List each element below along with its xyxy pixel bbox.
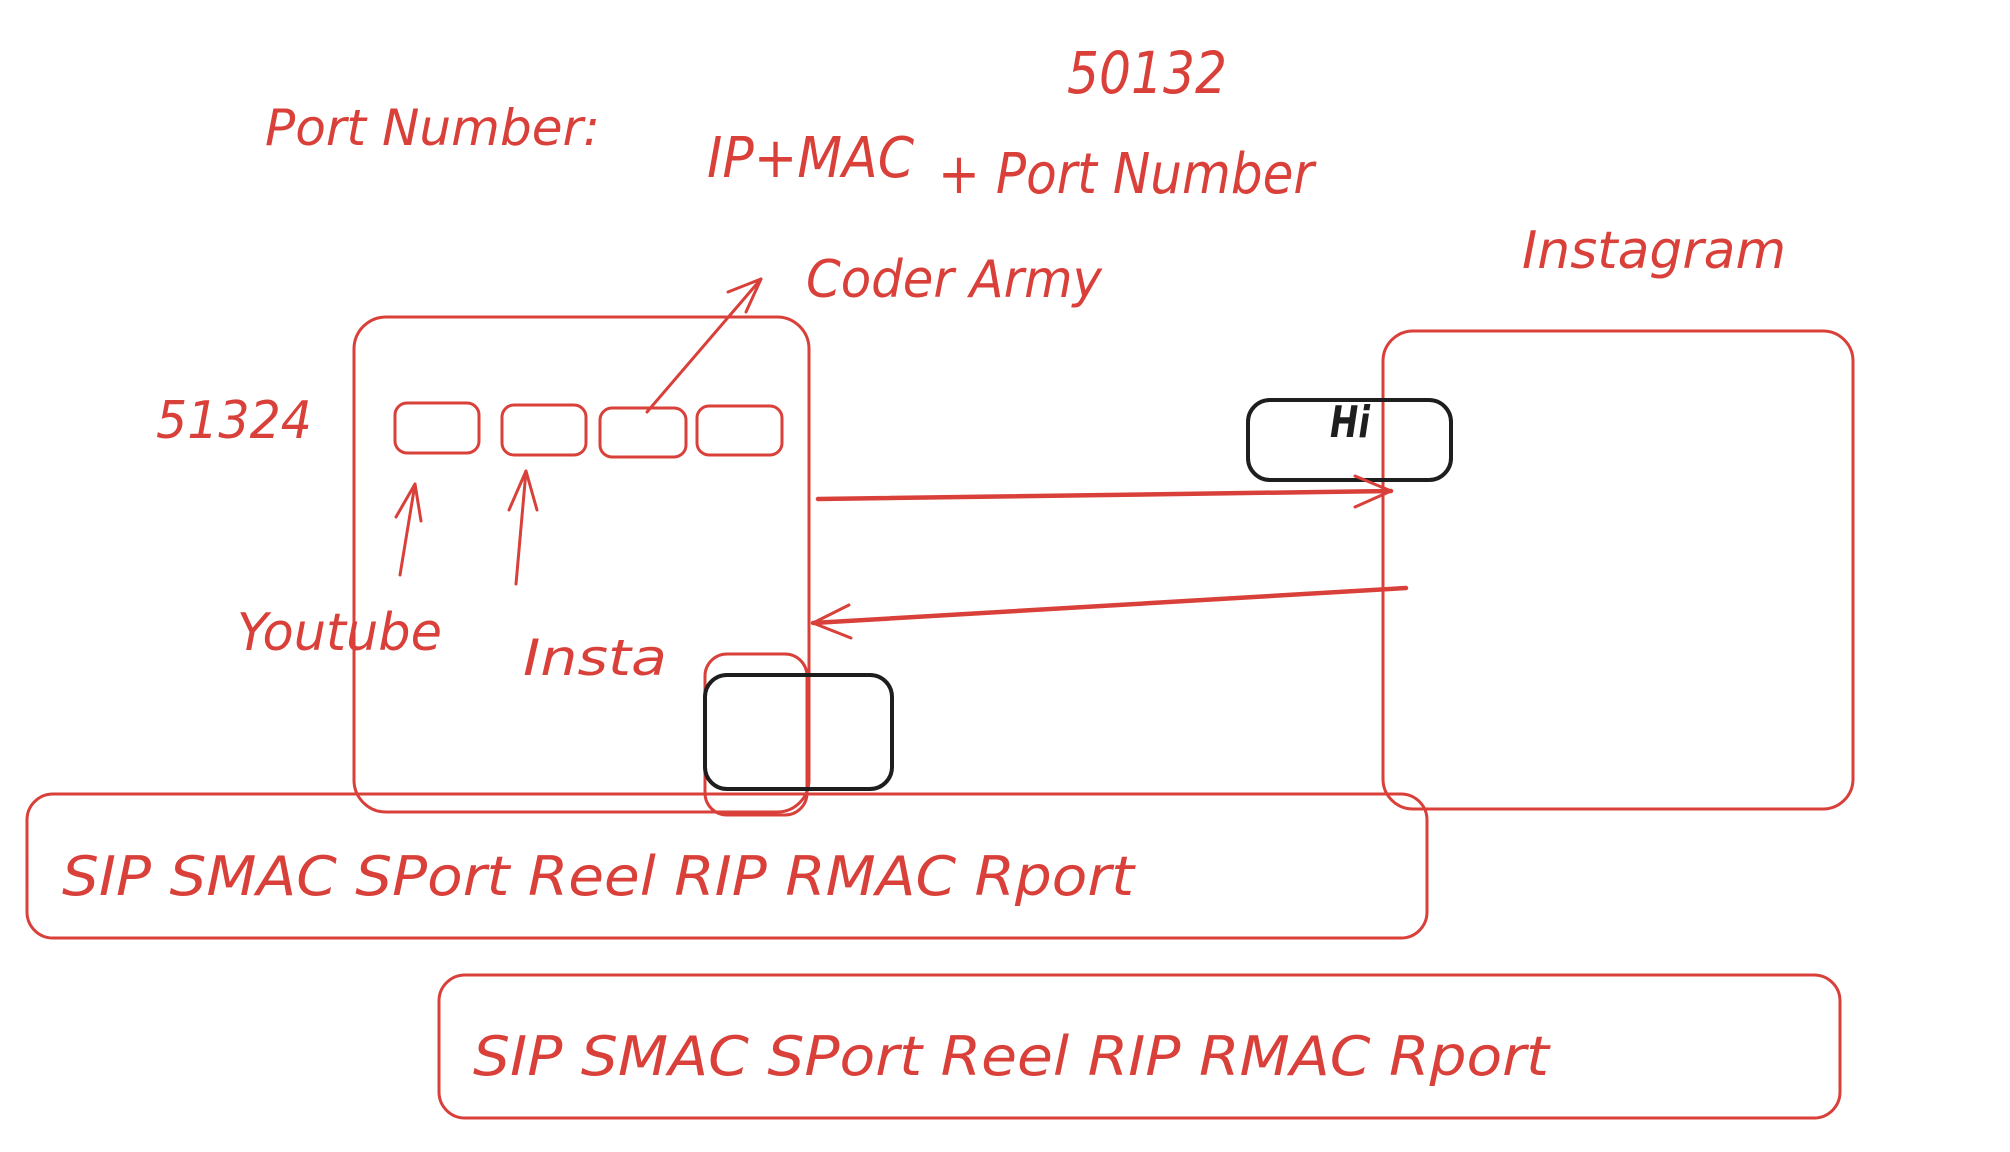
request-arrow	[815, 474, 1394, 509]
port-slot-youtube	[393, 401, 481, 455]
coder-army-label: Coder Army	[806, 250, 1103, 310]
response-arrow	[810, 585, 1409, 640]
youtube-label: Youtube	[237, 603, 442, 663]
instagram-server-box	[1381, 329, 1855, 811]
insta-label: Insta	[523, 629, 667, 687]
port-slot-insta	[500, 403, 588, 457]
hi-message-box	[1246, 398, 1453, 482]
packet-header-text-1: SIP SMAC SPort Reel RIP RMAC Rport	[62, 845, 1136, 908]
packet-header-box-1	[25, 792, 1429, 940]
formula-ip-mac: IP+MAC	[707, 126, 914, 191]
client-port-number: 51324	[156, 391, 312, 451]
packet-header-box-2	[437, 973, 1842, 1120]
client-message-box	[703, 673, 894, 791]
port-slot-coder-army	[598, 406, 688, 459]
hi-message-text: Hi	[1330, 397, 1371, 448]
server-port-number: 50132	[1067, 39, 1227, 107]
insta-arrow	[507, 469, 539, 586]
instagram-label: Instagram	[1522, 221, 1786, 281]
coder-army-arrow	[645, 277, 763, 414]
youtube-arrow	[394, 482, 423, 577]
port-slot-4	[695, 404, 784, 457]
formula-port-number: + Port Number	[938, 142, 1317, 207]
port-number-heading: Port Number:	[265, 99, 600, 157]
client-device-box	[352, 315, 811, 814]
packet-header-text-2: SIP SMAC SPort Reel RIP RMAC Rport	[473, 1025, 1551, 1088]
